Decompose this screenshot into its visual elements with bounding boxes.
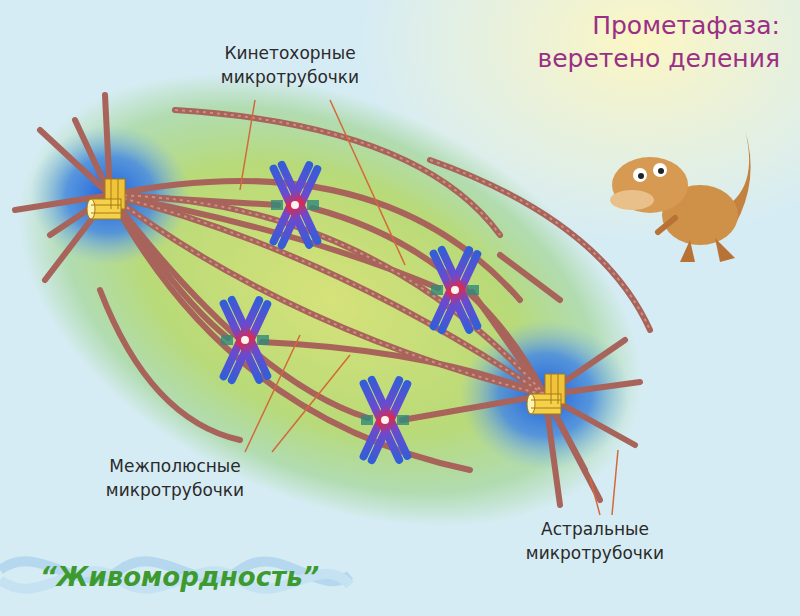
- chromosomes-part: [268, 160, 322, 251]
- dinosaur-mascot-part: [715, 238, 735, 262]
- microtubules-part: [175, 110, 500, 235]
- microtubule-texture-part: [110, 195, 545, 395]
- microtubules-part: [312, 208, 545, 395]
- leader-lines-part: [612, 450, 618, 515]
- leader-lines: [240, 100, 618, 515]
- diagram-title: Прометафаза: веретено деления: [510, 10, 780, 75]
- structure-label: Астральные микротрубочки: [495, 518, 695, 566]
- leader-lines-part: [240, 100, 255, 190]
- chromosomes-part: [358, 375, 412, 466]
- microtubule-texture: [110, 110, 650, 395]
- microtubules-part: [40, 130, 110, 195]
- leader-lines-part: [590, 478, 600, 515]
- dinosaur-mascot-part: [658, 168, 664, 174]
- centrioles-part: [87, 179, 125, 219]
- microtubules-part: [110, 195, 368, 418]
- leader-lines-part: [245, 335, 300, 452]
- leader-lines-part: [330, 100, 405, 265]
- dinosaur-mascot-part: [638, 173, 644, 179]
- chromosomes-part: [428, 245, 482, 336]
- structure-label: Межполюсные микротрубочки: [80, 455, 270, 503]
- microtubules-part: [100, 290, 240, 440]
- spindle-pole: [460, 320, 630, 470]
- microtubule-texture-part: [175, 110, 500, 235]
- dinosaur-mascot-part: [658, 218, 675, 232]
- structure-label: Кинетохорные микротрубочки: [195, 42, 385, 90]
- dinosaur-mascot-part: [653, 163, 667, 177]
- microtubules: [15, 95, 650, 505]
- chromosomes: [218, 160, 482, 466]
- dinosaur-mascot-part: [633, 168, 647, 182]
- cell-region: [0, 0, 713, 616]
- watermark: “Живомордность”: [40, 562, 319, 592]
- centrioles: [87, 179, 565, 414]
- dinosaur-mascot-part: [610, 190, 654, 210]
- dinosaur-mascot-part: [680, 240, 695, 262]
- centrioles-part: [527, 374, 565, 414]
- chromosomes-part: [218, 295, 272, 386]
- leader-lines-part: [272, 355, 350, 452]
- microtubule-texture-part: [110, 195, 545, 395]
- dinosaur-mascot: [610, 130, 751, 262]
- microtubules-part: [402, 395, 545, 420]
- microtubules-part: [500, 255, 560, 300]
- microtubule-texture-part: [110, 195, 545, 395]
